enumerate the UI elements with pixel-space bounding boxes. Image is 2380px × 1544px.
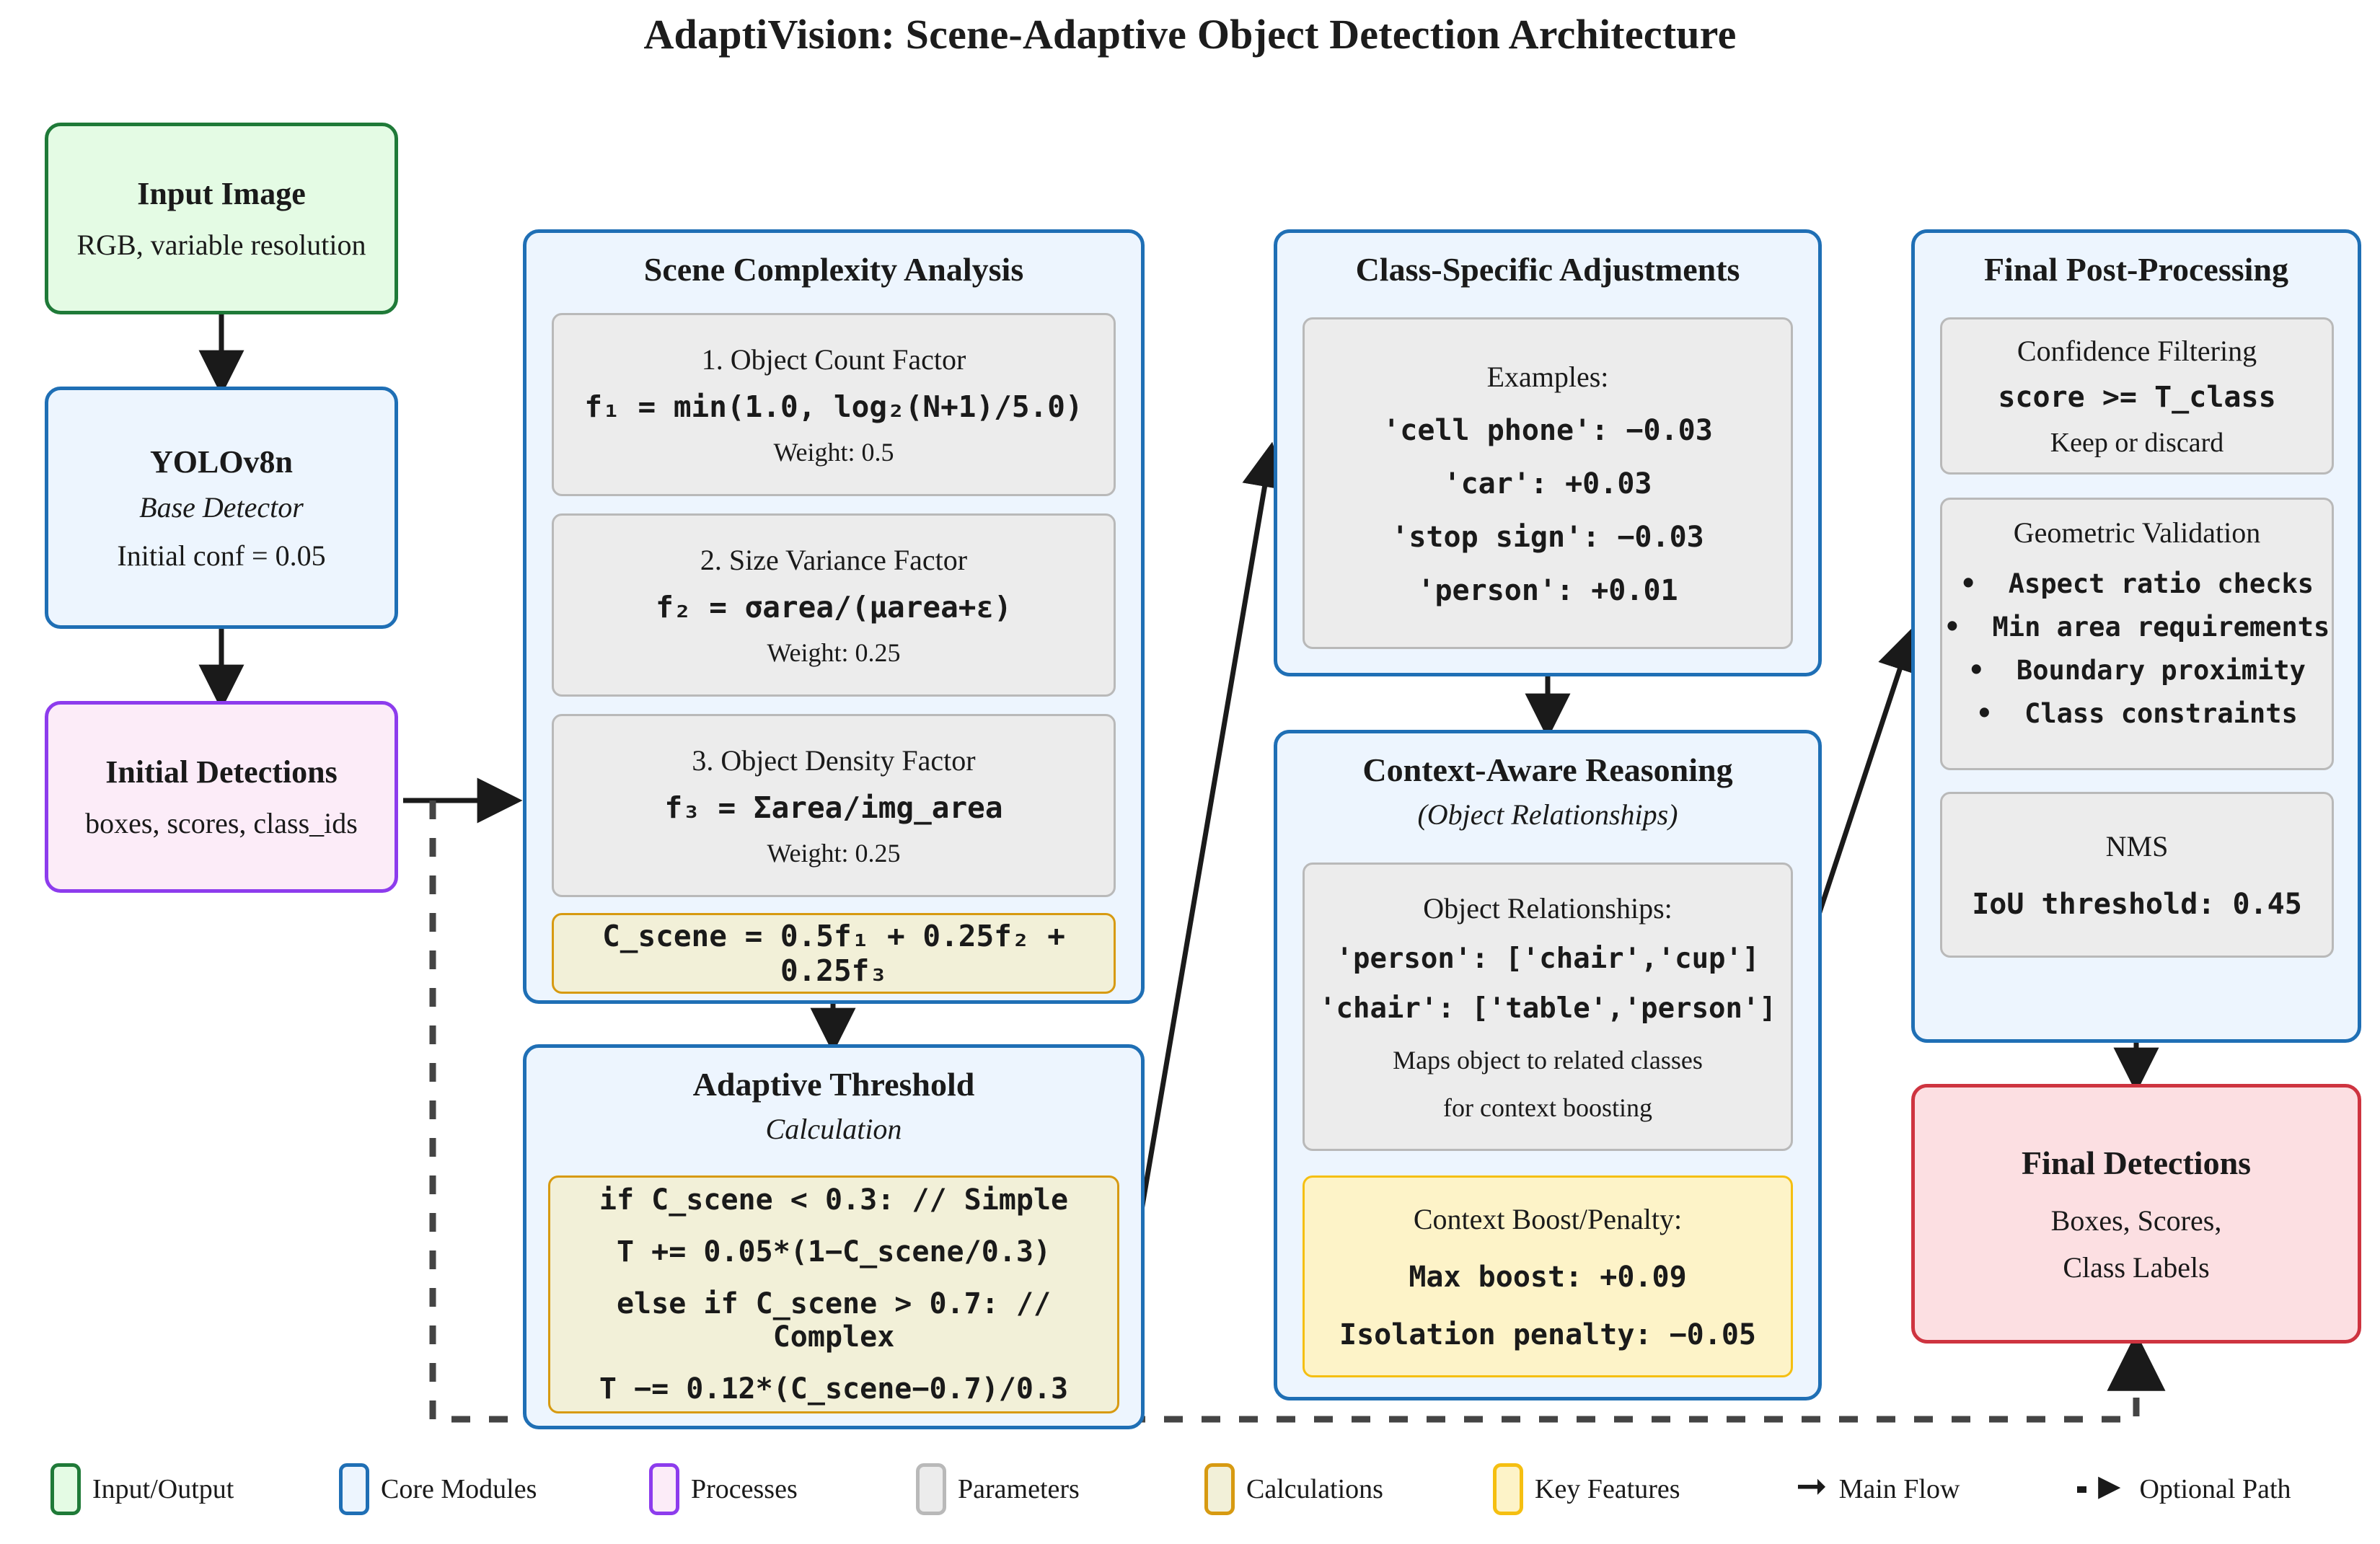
node-yolov8n[interactable]: YOLOv8n Base Detector Initial conf = 0.0…	[45, 387, 398, 629]
geometric-validation-item-3: Boundary proximity	[1942, 649, 2332, 692]
factor3-weight: Weight: 0.25	[767, 838, 901, 868]
context-boost-isolation-penalty: Isolation penalty: −0.05	[1339, 1318, 1756, 1351]
class-example-row-2: 'car': +0.03	[1443, 467, 1652, 500]
input-image-detail: RGB, variable resolution	[76, 229, 366, 261]
legend-item-parameters: Parameters	[916, 1457, 1080, 1522]
panel-geometric-validation: Geometric Validation Aspect ratio checks…	[1940, 498, 2334, 770]
factor1-weight: Weight: 0.5	[773, 437, 894, 467]
threshold-code-line-2: T += 0.05*(1−C_scene/0.3)	[616, 1235, 1052, 1269]
geometric-validation-heading: Geometric Validation	[2013, 516, 2261, 549]
confidence-filtering-note: Keep or discard	[2050, 427, 2224, 458]
class-examples-heading: Examples:	[1486, 360, 1609, 393]
legend-swatch-processes	[649, 1463, 679, 1515]
legend-swatch-core-modules	[339, 1463, 369, 1515]
geometric-validation-item-1: Aspect ratio checks	[1942, 563, 2332, 606]
context-reason-subtitle: (Object Relationships)	[1417, 798, 1678, 831]
threshold-code-line-1: if C_scene < 0.3: // Simple	[599, 1183, 1069, 1217]
legend-item-main-flow: ➞ Main Flow	[1796, 1457, 1960, 1522]
edge-optional-path	[429, 800, 2166, 1423]
geometric-validation-item-4: Class constraints	[1942, 692, 2332, 736]
yolov8n-detail: Initial conf = 0.05	[117, 539, 326, 572]
class-example-row-1: 'cell phone': −0.03	[1383, 413, 1713, 447]
panel-nms: NMS IoU threshold: 0.45	[1940, 792, 2334, 958]
legend-label-main-flow: Main Flow	[1838, 1474, 1960, 1504]
final-detections-line-1: Boxes, Scores,	[2050, 1204, 2222, 1237]
node-final-detections[interactable]: Final Detections Boxes, Scores, Class La…	[1911, 1084, 2361, 1344]
factor3-formula: f₃ = Σarea/img_area	[664, 790, 1003, 825]
legend-label-processes: Processes	[691, 1474, 798, 1504]
legend-swatch-calculations	[1204, 1463, 1235, 1515]
panel-object-relationships: Object Relationships: 'person': ['chair'…	[1303, 863, 1793, 1151]
factor2-weight: Weight: 0.25	[767, 638, 901, 667]
factor1-heading: 1. Object Count Factor	[701, 343, 966, 376]
context-reason-title: Context-Aware Reasoning	[1362, 751, 1733, 788]
geometric-validation-item-2: Min area requirements	[1942, 606, 2332, 649]
legend-label-input-output: Input/Output	[92, 1474, 234, 1504]
nms-heading: NMS	[2105, 829, 2169, 863]
object-relationships-note-1: Maps object to related classes	[1393, 1045, 1703, 1075]
legend-label-core-modules: Core Modules	[381, 1474, 537, 1504]
legend-label-key-features: Key Features	[1535, 1474, 1680, 1504]
node-input-image[interactable]: Input Image RGB, variable resolution	[45, 123, 398, 314]
panel-class-examples: Examples: 'cell phone': −0.03 'car': +0.…	[1303, 317, 1793, 649]
legend-item-core-modules: Core Modules	[339, 1457, 537, 1522]
adaptive-threshold-title: Adaptive Threshold	[692, 1066, 975, 1103]
object-relationship-row-2: 'chair': ['table','person']	[1319, 992, 1776, 1025]
panel-confidence-filtering: Confidence Filtering score >= T_class Ke…	[1940, 317, 2334, 475]
input-image-title: Input Image	[137, 176, 306, 211]
threshold-code-line-3: else if C_scene > 0.7: // Complex	[616, 1287, 1052, 1354]
class-example-row-4: 'person': +0.01	[1417, 573, 1678, 607]
legend-item-processes: Processes	[649, 1457, 798, 1522]
dashed-arrow-icon: ►	[2077, 1468, 2128, 1508]
arrow-right-icon: ➞	[1796, 1466, 1828, 1507]
panel-threshold-code: if C_scene < 0.3: // Simple T += 0.05*(1…	[548, 1175, 1119, 1413]
final-detections-title: Final Detections	[2021, 1144, 2252, 1181]
initial-detections-detail: boxes, scores, class_ids	[85, 807, 358, 839]
factor2-heading: 2. Size Variance Factor	[700, 543, 968, 576]
final-detections-line-2: Class Labels	[2063, 1250, 2210, 1284]
nms-formula: IoU threshold: 0.45	[1972, 887, 2302, 921]
context-boost-max: Max boost: +0.09	[1409, 1260, 1687, 1294]
legend-swatch-parameters	[916, 1463, 946, 1515]
legend-label-calculations: Calculations	[1246, 1474, 1383, 1504]
post-process-title: Final Post-Processing	[1983, 251, 2289, 288]
scene-complexity-title: Scene Complexity Analysis	[643, 251, 1024, 288]
object-relationship-row-1: 'person': ['chair','cup']	[1336, 942, 1760, 975]
legend-swatch-key-features	[1493, 1463, 1523, 1515]
threshold-code-line-4: T −= 0.12*(C_scene−0.7)/0.3	[599, 1372, 1069, 1406]
object-relationships-note-2: for context boosting	[1443, 1093, 1652, 1122]
legend-swatch-input-output	[50, 1463, 81, 1515]
class-adjust-title: Class-Specific Adjustments	[1355, 251, 1740, 288]
node-initial-detections[interactable]: Initial Detections boxes, scores, class_…	[45, 701, 398, 893]
initial-detections-title: Initial Detections	[105, 754, 338, 790]
panel-object-count-factor: 1. Object Count Factor f₁ = min(1.0, log…	[552, 313, 1116, 496]
yolov8n-subtitle: Base Detector	[139, 490, 304, 524]
yolov8n-title: YOLOv8n	[149, 444, 294, 480]
panel-object-density-factor: 3. Object Density Factor f₃ = Σarea/img_…	[552, 714, 1116, 897]
legend-item-calculations: Calculations	[1204, 1457, 1383, 1522]
legend-item-input-output: Input/Output	[50, 1457, 234, 1522]
context-boost-heading: Context Boost/Penalty:	[1413, 1202, 1683, 1235]
legend-item-optional-path: ► Optional Path	[2077, 1457, 2291, 1522]
object-relationships-heading: Object Relationships:	[1423, 891, 1672, 925]
geometric-validation-list: Aspect ratio checks Min area requirement…	[1942, 563, 2332, 736]
legend-label-optional-path: Optional Path	[2139, 1474, 2291, 1504]
confidence-filtering-formula: score >= T_class	[1998, 380, 2276, 414]
factor3-heading: 3. Object Density Factor	[692, 744, 976, 777]
panel-context-boost-penalty: Context Boost/Penalty: Max boost: +0.09 …	[1303, 1175, 1793, 1377]
panel-size-variance-factor: 2. Size Variance Factor f₂ = σarea/(μare…	[552, 513, 1116, 697]
legend-label-parameters: Parameters	[958, 1474, 1080, 1504]
confidence-filtering-heading: Confidence Filtering	[2017, 334, 2257, 367]
adaptive-threshold-subtitle: Calculation	[765, 1113, 902, 1145]
c-scene-formula: C_scene = 0.5f₁ + 0.25f₂ + 0.25f₃	[602, 919, 1065, 988]
page-title: AdaptiVision: Scene-Adaptive Object Dete…	[643, 11, 1737, 58]
edge-threshold-to-class-adjust	[1137, 441, 1287, 1223]
factor2-formula: f₂ = σarea/(μarea+ε)	[656, 589, 1012, 625]
factor1-formula: f₁ = min(1.0, log₂(N+1)/5.0)	[584, 389, 1083, 424]
panel-c-scene-formula: C_scene = 0.5f₁ + 0.25f₂ + 0.25f₃	[552, 913, 1116, 994]
legend-item-key-features: Key Features	[1493, 1457, 1680, 1522]
class-example-row-3: 'stop sign': −0.03	[1391, 520, 1704, 554]
legend: Input/Output Core Modules Processes Para…	[0, 1457, 2380, 1522]
